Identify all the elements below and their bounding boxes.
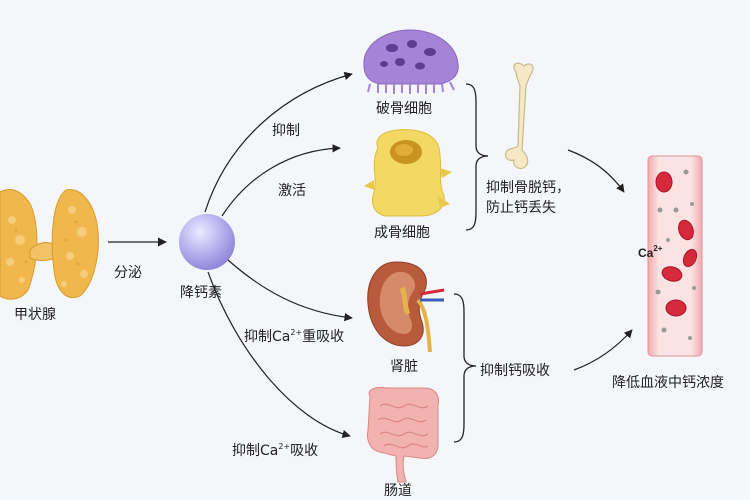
osteoclast-illustration [363, 29, 459, 94]
inhibit-absorption-label: 抑制Ca2+吸收 [232, 442, 319, 459]
result-label: 降低血液中钙浓度 [612, 375, 724, 391]
absorb-effect-label: 抑制钙吸收 [480, 363, 550, 379]
calcium-ion-label: Ca2+ [638, 244, 663, 260]
kidney-illustration [367, 261, 445, 353]
arrow-bone-to-vessel [567, 149, 625, 193]
calcitonin-label: 降钙素 [180, 285, 222, 301]
intestine-label: 肠道 [384, 483, 412, 499]
osteoblast-label: 成骨细胞 [374, 225, 430, 241]
secrete-label: 分泌 [114, 265, 142, 281]
osteoblast-illustration [364, 129, 452, 217]
thyroid-gland-illustration [0, 189, 99, 300]
intestine-illustration [367, 387, 439, 483]
bracket-absorb [453, 293, 477, 443]
inhibit-reabsorption-label: 抑制Ca2+重吸收 [244, 328, 345, 345]
arrow-absorb-to-vessel [573, 329, 633, 371]
osteoclast-label: 破骨细胞 [376, 101, 432, 117]
arrow-activate-osteoblast [221, 144, 341, 217]
activate-label: 激活 [278, 183, 306, 199]
thyroid-label: 甲状腺 [14, 307, 56, 323]
calcitonin-sphere [179, 214, 235, 270]
arrow-inhibit-absorption [207, 271, 351, 439]
bracket-bone [465, 83, 489, 231]
kidney-label: 肾脏 [390, 359, 418, 375]
arrow-inhibit-osteoclast [204, 71, 353, 213]
arrow-inhibit-reabsorption [227, 259, 353, 322]
blood-vessel-illustration [647, 155, 703, 357]
bone-illustration [504, 62, 534, 170]
inhibit-label: 抑制 [272, 123, 300, 139]
bone-effect-label: 抑制骨脱钙，防止钙丢失 [486, 180, 570, 216]
